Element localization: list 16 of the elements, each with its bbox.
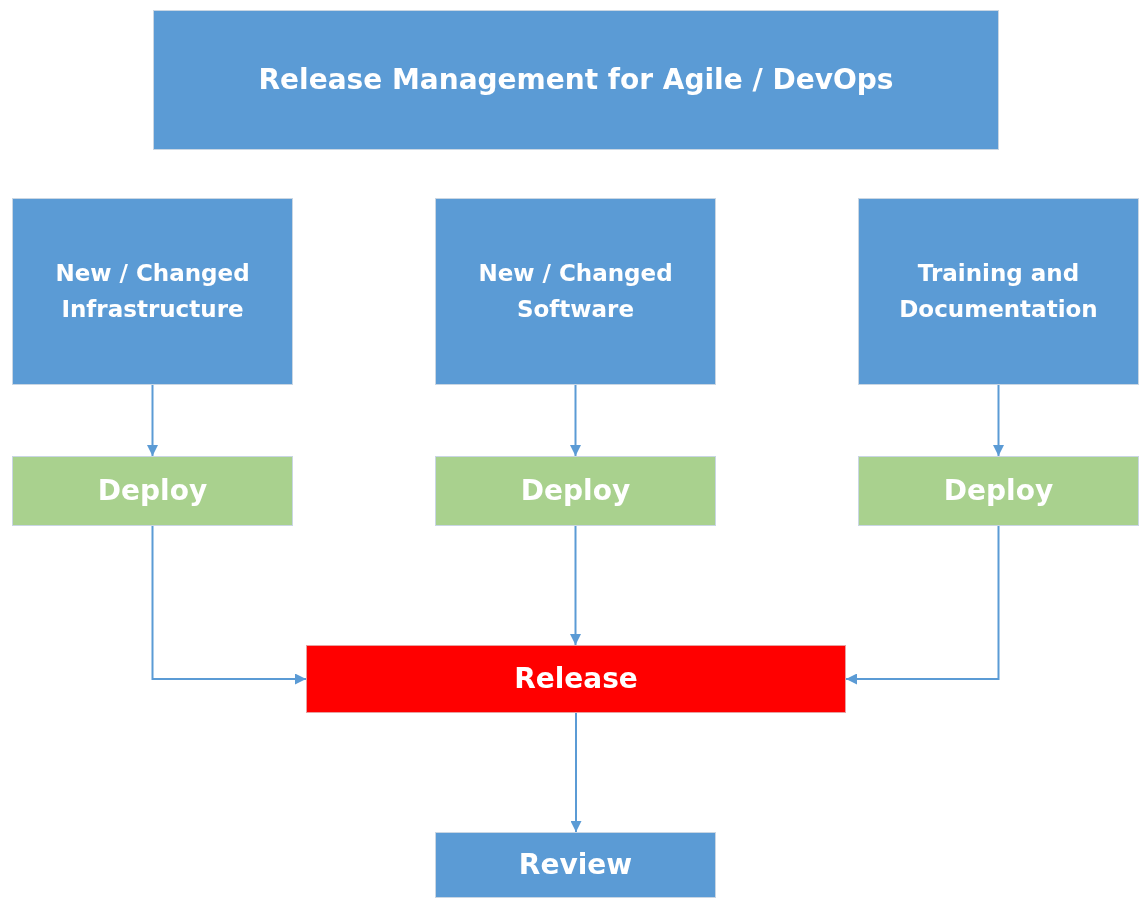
deploy-box: Deploy — [435, 456, 716, 526]
arrow — [570, 525, 581, 646]
process-box: Training and Documentation — [858, 198, 1139, 385]
release-box: Release — [306, 645, 846, 713]
review-box: Review — [435, 832, 716, 898]
arrow — [845, 525, 1000, 685]
title-box: Release Management for Agile / DevOps — [153, 10, 999, 150]
arrow — [570, 384, 581, 457]
deploy-box: Deploy — [858, 456, 1139, 526]
arrow — [151, 525, 307, 685]
process-box: New / Changed Software — [435, 198, 716, 385]
process-box: New / Changed Infrastructure — [12, 198, 293, 385]
arrow — [570, 712, 582, 833]
deploy-box: Deploy — [12, 456, 293, 526]
arrow — [147, 384, 158, 457]
arrow — [993, 384, 1004, 457]
